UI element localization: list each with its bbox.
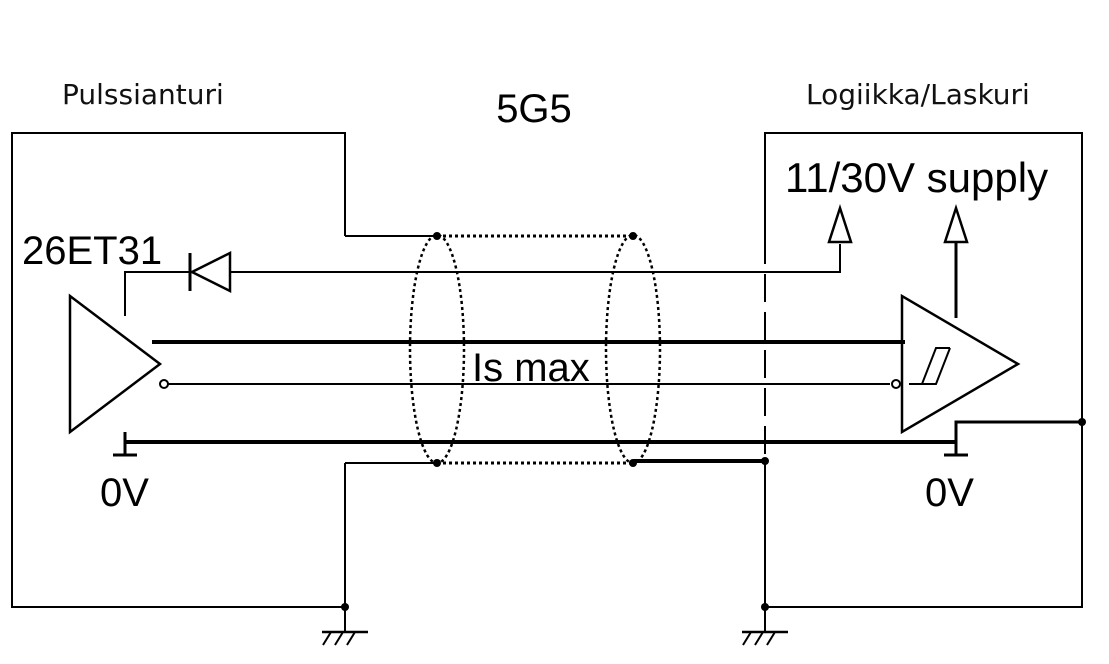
supply-label: 11/30V supply <box>785 154 1048 201</box>
diode-icon <box>189 250 232 294</box>
driver-triangle <box>68 293 163 435</box>
ground-rail <box>113 425 968 457</box>
receiver-output-line <box>954 420 1082 425</box>
receiver-triangle <box>900 293 1021 435</box>
driver-inverting-bubble <box>159 379 169 389</box>
cable-shield <box>345 232 769 467</box>
shield-current-label: Is max <box>472 346 590 390</box>
shield-ellipse-left <box>408 233 466 465</box>
shield-ellipse-right <box>604 233 662 465</box>
right-module-outline <box>764 132 1083 608</box>
hysteresis-icon <box>909 347 951 385</box>
ground-left-label: 0V <box>100 471 149 515</box>
supply-arrow-2-icon <box>943 203 969 244</box>
ground-right-label: 0V <box>925 471 974 515</box>
earth-ground-left-icon <box>322 603 368 646</box>
left-module-outline <box>11 132 346 608</box>
supply-line <box>124 203 969 318</box>
receiver-inverting-bubble <box>891 379 901 389</box>
supply-arrow-1-icon <box>827 203 853 244</box>
earth-ground-right-icon <box>742 603 788 646</box>
left-module-label: Pulssianturi <box>62 78 224 111</box>
cable-type-label: 5G5 <box>496 87 572 131</box>
right-module-label: Logiikka/Laskuri <box>806 78 1030 111</box>
driver-ic-label: 26ET31 <box>22 229 162 273</box>
